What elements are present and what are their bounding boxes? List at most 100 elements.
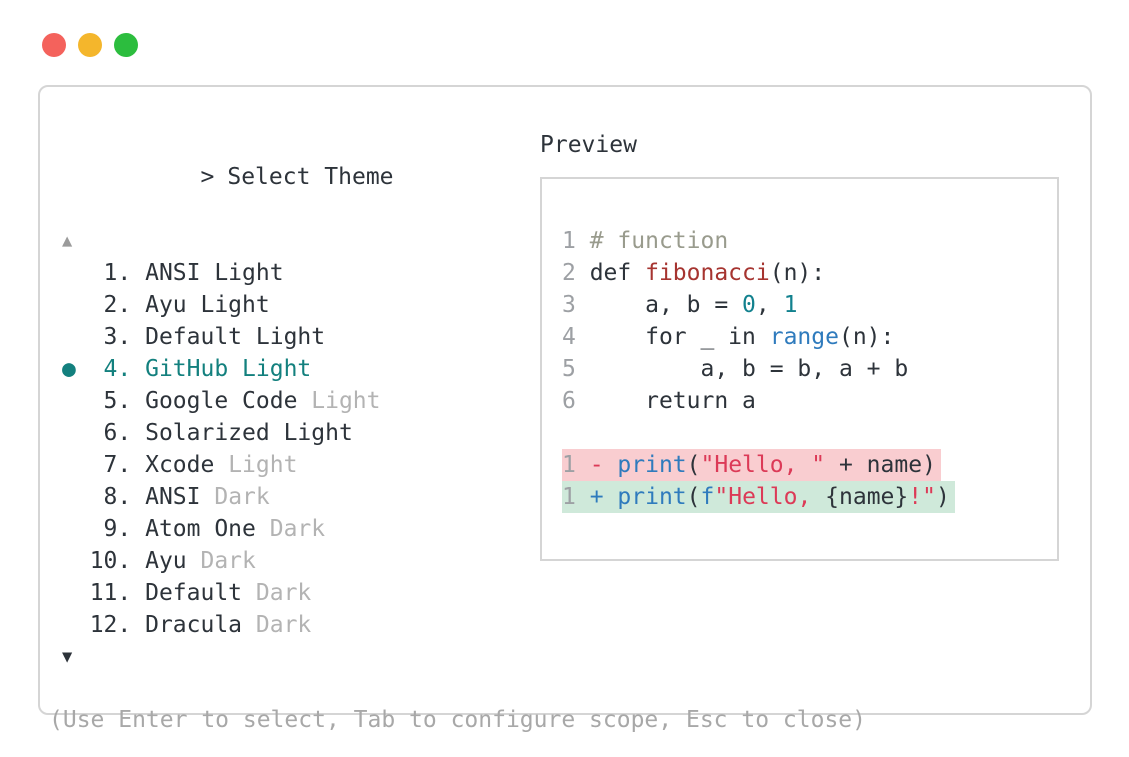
theme-name: Dark: [255, 612, 312, 638]
indicator-spacer: [62, 580, 90, 606]
selector-title-text: Select Theme: [227, 164, 394, 190]
theme-number: 9.: [89, 516, 146, 542]
theme-option[interactable]: 6. Solarized Light: [62, 417, 540, 449]
code-token: (n):: [769, 260, 826, 286]
code-line: 3 a, b = 0, 1: [562, 289, 1057, 321]
theme-option[interactable]: 12. Dracula Dark: [62, 609, 540, 641]
theme-number: 5.: [89, 388, 146, 414]
theme-name: Default: [145, 580, 256, 606]
panel-columns: > Select Theme ▲ 1. ANSI Light 2. Ayu Lig…: [62, 129, 1090, 673]
code-token: print: [617, 484, 687, 510]
theme-option[interactable]: 10. Ayu Dark: [62, 545, 540, 577]
line-number: 1: [562, 452, 590, 478]
theme-name: Light: [311, 388, 381, 414]
theme-number: 2.: [89, 292, 146, 318]
indicator-spacer: [62, 324, 90, 350]
theme-list: 1. ANSI Light 2. Ayu Light 3. Default Li…: [62, 257, 540, 641]
code-line: 5 a, b = b, a + b: [562, 353, 1057, 385]
code-line: 4 for _ in range(n):: [562, 321, 1057, 353]
prompt-icon: >: [200, 164, 215, 190]
code-token: a, b = b, a + b: [589, 356, 909, 382]
code-token: 0: [742, 292, 756, 318]
theme-option[interactable]: 5. Google Code Light: [62, 385, 540, 417]
theme-name: Dark: [269, 516, 326, 542]
theme-selector-panel: > Select Theme ▲ 1. ANSI Light 2. Ayu Lig…: [38, 85, 1092, 733]
theme-name: Dark: [200, 548, 256, 574]
theme-number: 10.: [89, 548, 146, 574]
indicator-spacer: [62, 548, 90, 574]
scroll-down-icon[interactable]: ▼: [62, 647, 73, 667]
line-number: [562, 420, 590, 446]
code-token: fibonacci: [645, 260, 770, 286]
theme-option[interactable]: 11. Default Dark: [62, 577, 540, 609]
theme-name: ANSI: [145, 484, 215, 510]
theme-number: 4.: [89, 356, 146, 382]
code-token: -: [589, 452, 618, 478]
theme-option[interactable]: 8. ANSI Dark: [62, 481, 540, 513]
indicator-spacer: [62, 388, 90, 414]
selector-title: > Select Theme: [62, 129, 540, 225]
indicator-spacer: [62, 516, 90, 542]
preview-title: Preview: [540, 132, 637, 158]
line-number: 1: [562, 228, 590, 254]
code-token: ,: [755, 292, 784, 318]
selected-indicator-icon: ●: [62, 356, 90, 382]
code-token: def: [589, 260, 646, 286]
theme-name: Ayu Light: [145, 292, 270, 318]
code-token: (: [686, 484, 701, 510]
code-token: ): [935, 484, 950, 510]
theme-number: 6.: [89, 420, 146, 446]
code-token: "Hello, ": [700, 452, 826, 478]
code-token: return a: [589, 388, 756, 414]
code-token: + name): [825, 452, 936, 478]
close-window-button[interactable]: [42, 33, 66, 57]
theme-name: Light: [228, 452, 298, 478]
code-token: print: [617, 452, 687, 478]
code-line: [562, 417, 1057, 449]
minimize-window-button[interactable]: [78, 33, 102, 57]
indicator-spacer: [62, 292, 90, 318]
theme-name: Dark: [255, 580, 312, 606]
hint-text: (Use Enter to select, Tab to configure s…: [49, 707, 866, 733]
line-number: 2: [562, 260, 590, 286]
code-token: "Hello,: [714, 484, 826, 510]
code-token: range: [769, 324, 839, 350]
theme-name: Ayu: [145, 548, 201, 574]
theme-number: 1.: [89, 260, 146, 286]
line-number: 4: [562, 324, 590, 350]
theme-number: 12.: [89, 612, 146, 638]
line-number: 3: [562, 292, 590, 318]
theme-option[interactable]: 3. Default Light: [62, 321, 540, 353]
theme-name: Google Code: [145, 388, 312, 414]
theme-option[interactable]: 2. Ayu Light: [62, 289, 540, 321]
theme-name: Dracula: [145, 612, 256, 638]
theme-option[interactable]: 9. Atom One Dark: [62, 513, 540, 545]
scroll-up-icon[interactable]: ▲: [62, 231, 73, 251]
theme-option[interactable]: ● 4. GitHub Light: [62, 353, 540, 385]
code-token: f: [700, 484, 715, 510]
window-controls: [42, 33, 138, 57]
theme-name: Solarized Light: [145, 420, 353, 446]
line-number: 1: [562, 484, 590, 510]
theme-option[interactable]: 7. Xcode Light: [62, 449, 540, 481]
code-token: +: [589, 484, 618, 510]
code-line: 6 return a: [562, 385, 1057, 417]
diff-line-removed: 1 - print("Hello, " + name): [562, 449, 941, 481]
code-token: !": [908, 484, 936, 510]
theme-number: 11.: [89, 580, 146, 606]
theme-number: 7.: [89, 452, 146, 478]
code-token: {name}: [825, 484, 909, 510]
code-token: (n):: [838, 324, 895, 350]
code-token: a, b =: [589, 292, 743, 318]
theme-name: GitHub Light: [145, 356, 312, 382]
code-token: for _ in: [589, 324, 770, 350]
indicator-spacer: [62, 260, 90, 286]
maximize-window-button[interactable]: [114, 33, 138, 57]
indicator-spacer: [62, 420, 90, 446]
theme-number: 3.: [89, 324, 146, 350]
theme-option[interactable]: 1. ANSI Light: [62, 257, 540, 289]
code-token: (: [686, 452, 701, 478]
